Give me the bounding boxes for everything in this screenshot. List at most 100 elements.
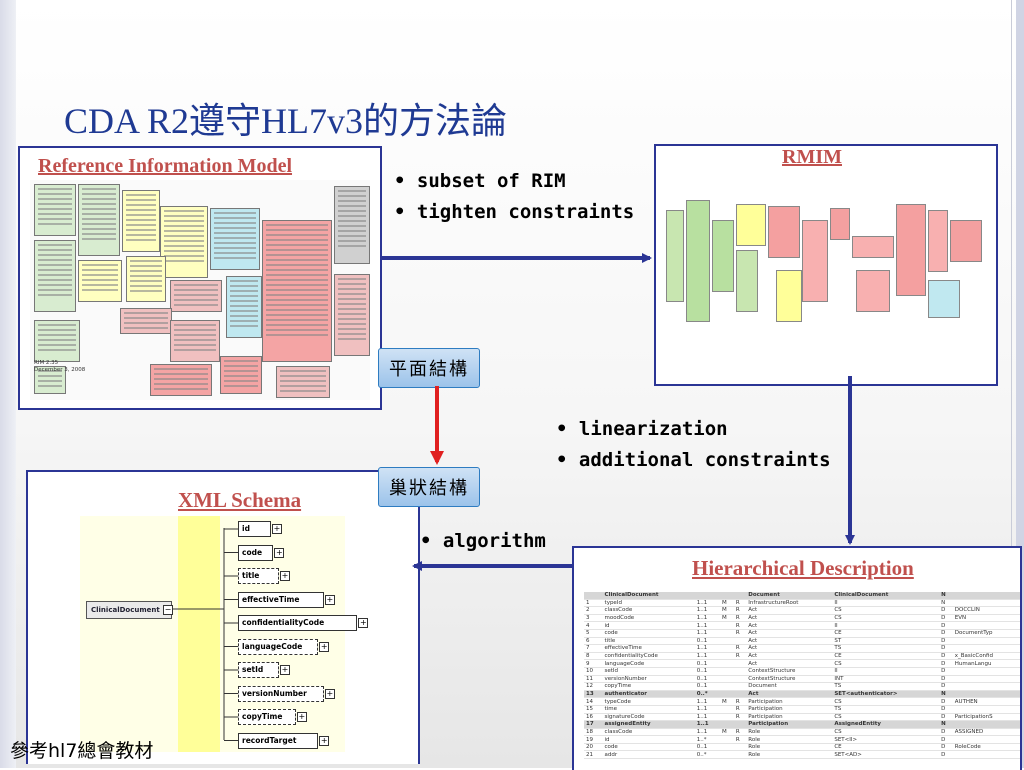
table-cell: 1..1	[694, 720, 720, 729]
table-cell	[733, 743, 747, 752]
rim-class-box	[78, 260, 122, 302]
rim-caption-date: December 3, 2008	[34, 367, 86, 373]
table-cell: D	[939, 659, 953, 668]
xml-expand-icon: +	[272, 524, 282, 534]
xml-element-node: copyTime	[238, 709, 296, 725]
table-cell: D	[939, 675, 953, 684]
table-cell	[719, 659, 734, 668]
table-cell: RoleCode	[952, 743, 1020, 752]
table-header-cell	[719, 592, 734, 600]
table-cell: ContextStructure	[746, 667, 833, 676]
table-cell: 1..1	[694, 713, 720, 722]
table-cell: D	[939, 644, 953, 653]
table-cell: CS	[832, 614, 940, 623]
table-cell: effectiveTime	[602, 644, 695, 653]
xml-schema-panel-label: XML Schema	[178, 488, 302, 512]
table-cell: 1..1	[694, 652, 720, 661]
table-cell	[952, 637, 1020, 646]
table-cell	[719, 720, 734, 729]
table-cell: Role	[746, 750, 833, 760]
table-cell	[952, 682, 1020, 691]
rmim-class-box	[896, 204, 926, 296]
table-cell: ST	[832, 637, 940, 646]
rmim-class-box	[736, 250, 758, 312]
table-cell: D	[939, 637, 953, 646]
table-cell	[719, 705, 734, 714]
table-cell	[952, 675, 1020, 684]
table-header-cell: Document	[746, 592, 833, 600]
table-cell: typeId	[602, 599, 695, 608]
table-cell: 12	[584, 682, 603, 691]
table-cell: 14	[584, 697, 603, 706]
xml-element-node: title	[238, 568, 279, 584]
rmim-class-box	[950, 220, 982, 262]
table-cell: D	[939, 750, 953, 760]
table-cell: CE	[832, 743, 940, 752]
table-cell: 1..1	[694, 614, 720, 623]
table-cell: AssignedEntity	[832, 720, 940, 729]
xml-expand-icon: +	[319, 641, 330, 652]
rim-class-box	[34, 320, 80, 362]
xml-expand-icon: +	[296, 712, 307, 722]
table-cell: 1..*	[694, 735, 720, 744]
table-header-cell: N	[939, 592, 953, 600]
table-cell: ASSIGNED	[952, 728, 1020, 737]
table-cell: CE	[832, 652, 940, 661]
rmim-panel	[654, 144, 998, 386]
table-cell: 4	[584, 621, 603, 630]
table-cell: R	[733, 705, 747, 714]
table-cell: R	[733, 606, 747, 615]
table-cell: R	[733, 599, 747, 608]
table-cell: M	[719, 606, 734, 615]
table-cell: InfrastructureRoot	[746, 599, 833, 608]
table-cell: 1..1	[694, 705, 720, 714]
table-cell: 0..1	[694, 659, 720, 668]
table-cell	[719, 637, 734, 646]
table-cell	[719, 735, 734, 744]
table-cell: 19	[584, 735, 603, 744]
table-header-cell: ClinicalDocument	[832, 592, 940, 600]
table-cell: 0..1	[694, 637, 720, 646]
rmim-diagram	[666, 200, 986, 330]
bullets-rmim-to-hd: linearizationadditional constraints	[556, 414, 831, 476]
table-cell: Participation	[746, 713, 833, 722]
rim-class-box	[34, 366, 66, 394]
table-cell	[719, 743, 734, 752]
table-cell: 1..1	[694, 599, 720, 608]
table-cell: CS	[832, 606, 940, 615]
table-cell: D	[939, 621, 953, 630]
table-cell: moodCode	[602, 614, 695, 623]
table-cell: languageCode	[602, 659, 695, 668]
table-cell	[733, 682, 747, 691]
table-cell	[733, 675, 747, 684]
rmim-class-box	[830, 208, 850, 240]
table-cell: DOCCLIN	[952, 606, 1020, 615]
bullets-hd-to-xml: algorithm	[420, 526, 546, 557]
table-cell: ContextStructure	[746, 675, 833, 684]
rmim-class-box	[856, 270, 890, 312]
table-cell: assignedEntity	[602, 720, 695, 729]
slide-right-edge	[1016, 0, 1024, 768]
rim-class-box	[122, 190, 160, 252]
table-cell: SET<authenticator>	[832, 690, 940, 699]
rmim-class-box	[802, 220, 828, 302]
xml-element-node: versionNumber	[238, 685, 324, 702]
rim-class-box	[262, 220, 332, 362]
xml-sequence-band	[178, 516, 220, 752]
table-cell: Role	[746, 728, 833, 737]
xml-expand-icon: +	[358, 618, 369, 628]
bullet-item: tighten constraints	[394, 197, 634, 228]
table-cell: II	[832, 621, 940, 630]
table-cell: Participation	[746, 705, 833, 714]
rim-class-box	[170, 280, 222, 312]
rim-class-box	[226, 276, 262, 338]
rmim-class-box	[736, 204, 766, 246]
table-cell: confidentialityCode	[602, 652, 695, 661]
table-cell: CS	[832, 697, 940, 706]
